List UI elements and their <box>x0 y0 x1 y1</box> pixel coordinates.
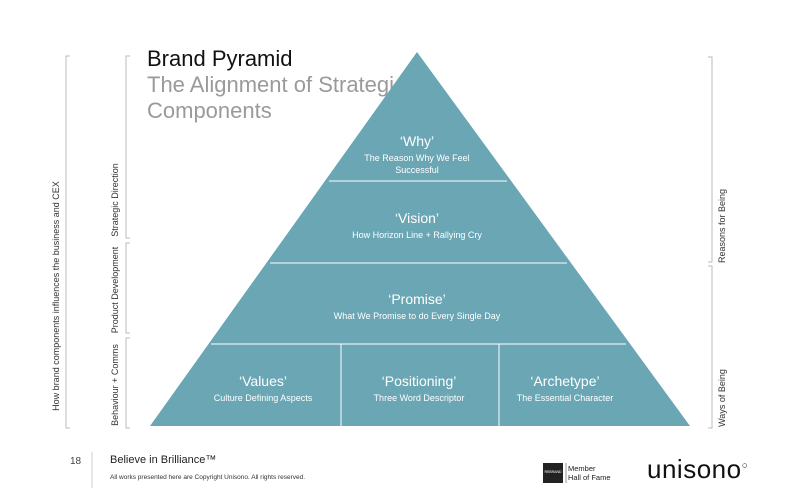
rebrand-badge <box>543 463 563 483</box>
page-number: 18 <box>70 456 82 467</box>
member-text: Member Hall of Fame <box>568 464 611 482</box>
member-line-2: Hall of Fame <box>568 473 611 482</box>
label-reasons-for-being: Reasons for Being <box>717 188 727 264</box>
base-values-title: ‘Values’ <box>239 373 287 389</box>
base-values-subtitle: Culture Defining Aspects <box>213 393 313 403</box>
bracket-behaviour-comms <box>125 337 130 429</box>
tier-vision-subtitle: How Horizon Line + Rallying Cry <box>352 230 482 240</box>
label-product-development: Product Development <box>110 246 120 334</box>
tier-vision: ‘Vision’ How Horizon Line + Rallying Cry <box>297 209 537 241</box>
label-behaviour-comms: Behaviour + Comms <box>110 344 120 426</box>
bracket-strategic-direction <box>125 55 130 239</box>
base-archetype-title: ‘Archetype’ <box>530 373 600 389</box>
footer-copyright: All works presented here are Copyright U… <box>110 474 306 481</box>
bracket-reasons-for-being <box>708 56 713 263</box>
footer-tagline: Believe in Brilliance™ <box>110 454 217 466</box>
base-values: ‘Values’ Culture Defining Aspects <box>188 372 338 404</box>
left-outer-bracket <box>65 55 70 429</box>
logo-text: unisono <box>647 454 742 484</box>
tier-why-title: ‘Why’ <box>399 133 435 149</box>
tier-why-subtitle: The Reason Why We Feel Successful <box>364 153 470 175</box>
unisono-logo: unisono○ <box>647 454 748 485</box>
page-title: Brand Pyramid <box>147 46 293 71</box>
base-positioning-subtitle: Three Word Descriptor <box>373 393 465 403</box>
label-ways-of-being: Ways of Being <box>717 369 727 427</box>
tier-promise-title: ‘Promise’ <box>388 291 446 307</box>
tier-why: ‘Why’ The Reason Why We Feel Successful <box>347 132 487 176</box>
bracket-product-development <box>125 242 130 334</box>
tier-promise-subtitle: What We Promise to do Every Single Day <box>333 311 501 321</box>
base-positioning-title: ‘Positioning’ <box>381 373 457 389</box>
outer-influence-label: How brand components influences the busi… <box>51 181 61 411</box>
logo-circle-icon: ○ <box>741 460 749 472</box>
badge-text: REBRAND <box>544 470 562 474</box>
tier-promise: ‘Promise’ What We Promise to do Every Si… <box>267 290 567 322</box>
base-archetype-subtitle: The Essential Character <box>516 393 614 403</box>
label-strategic-direction: Strategic Direction <box>110 163 120 237</box>
base-archetype: ‘Archetype’ The Essential Character <box>490 372 640 404</box>
tier-vision-title: ‘Vision’ <box>394 210 440 226</box>
bracket-ways-of-being <box>708 265 713 429</box>
member-line-1: Member <box>568 464 596 473</box>
pyramid-shape <box>150 52 690 426</box>
base-positioning: ‘Positioning’ Three Word Descriptor <box>344 372 494 404</box>
page-subtitle: The Alignment of Strategic Components <box>147 72 406 123</box>
